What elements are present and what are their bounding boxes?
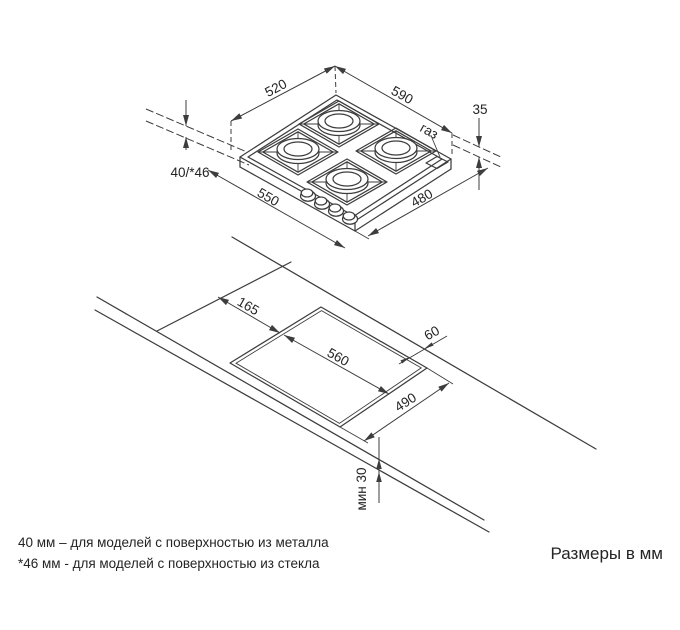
dim-60-arrow-a: [400, 357, 410, 364]
worktop-rear-edge: [231, 236, 597, 450]
dim-490-extension-b: [426, 367, 454, 385]
label-35: 35: [472, 102, 487, 117]
label-165: 165: [235, 294, 262, 318]
label-520: 520: [262, 76, 289, 100]
extension-apex: [334, 65, 337, 94]
label-40-46: 40/*46: [170, 165, 209, 180]
dim-line-480: [367, 167, 489, 237]
dim-490-extension-a: [339, 426, 369, 444]
footnote-metal: 40 мм – для моделей с поверхностью из ме…: [18, 535, 329, 550]
dim-line-550: [207, 169, 346, 249]
burner-cap: [381, 140, 411, 156]
hob-isometric-view: [145, 65, 504, 249]
worktop-front-edge: [96, 296, 485, 521]
burner-cap: [283, 141, 313, 157]
worktop-end-edge: [156, 261, 292, 332]
cutout-inner-edge: [235, 310, 423, 424]
label-60: 60: [422, 323, 442, 343]
knob-top: [314, 196, 328, 206]
support-arms: [308, 162, 386, 202]
dim-line-590: [334, 65, 453, 134]
knob-top: [300, 188, 314, 198]
label-min30: мин 30: [354, 467, 369, 510]
notes: 40 мм – для моделей с поверхностью из ме…: [18, 535, 663, 571]
dim-line-520: [230, 65, 336, 122]
burner-left: [257, 128, 339, 176]
reference-plane-right-bottom: [452, 144, 504, 169]
units-note: Размеры в мм: [550, 544, 663, 563]
knob-top: [328, 203, 342, 213]
label-490: 490: [392, 390, 419, 415]
dim-60-arrow-b: [424, 342, 434, 349]
reference-plane-right-top: [452, 134, 504, 159]
label-480: 480: [408, 186, 435, 210]
gas-leader-line: [431, 137, 441, 158]
dim-line-490: [363, 382, 450, 442]
burner-right: [355, 127, 437, 175]
dim-480-extension: [354, 230, 370, 240]
label-gas: газ: [418, 120, 441, 142]
knob-top: [342, 211, 356, 221]
dimension-labels: 520 590 35 газ 40/*46 550 480 165 560 60…: [170, 76, 487, 510]
worktop-cutout-view: [94, 236, 597, 533]
label-560: 560: [325, 345, 352, 369]
reference-plane-left-top: [145, 108, 248, 153]
worktop-front-bottom-edge: [94, 309, 490, 533]
gas-connector: [425, 155, 449, 170]
support-arms: [259, 132, 337, 172]
support-arms: [357, 131, 435, 171]
label-590: 590: [389, 83, 416, 107]
dim-min30-arrow-b: [376, 472, 382, 482]
dim-min30-arrow-a: [376, 459, 382, 469]
reference-plane-left-bottom: [145, 120, 250, 166]
dim-line-165: [217, 296, 281, 334]
footnote-glass: *46 мм - для моделей с поверхностью из с…: [18, 556, 320, 571]
